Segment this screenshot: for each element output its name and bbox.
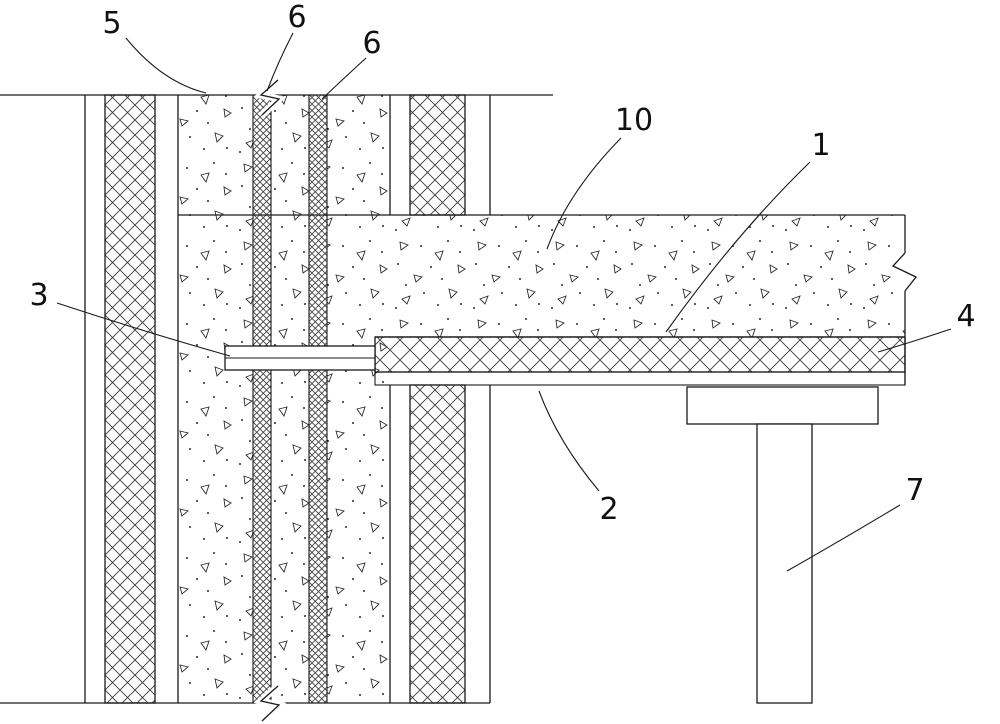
callout-4: 4 bbox=[877, 299, 976, 353]
callout-2: 2 bbox=[538, 390, 619, 527]
support-column bbox=[756, 423, 813, 704]
slab-insulation-band bbox=[374, 336, 906, 373]
leader-line bbox=[125, 37, 207, 94]
callout-7: 7 bbox=[786, 473, 925, 572]
callout-6-lower: 6 bbox=[321, 26, 382, 100]
callout-label: 1 bbox=[811, 128, 830, 163]
insulation-inner-layer-lower bbox=[409, 384, 466, 704]
callout-5: 5 bbox=[102, 6, 207, 94]
leader-line bbox=[877, 328, 952, 353]
callout-label: 10 bbox=[615, 103, 653, 138]
callout-label: 6 bbox=[287, 0, 306, 35]
callout-3: 3 bbox=[29, 278, 231, 357]
anchor-strip-right bbox=[308, 95, 328, 703]
callout-label: 5 bbox=[102, 6, 121, 41]
leader-line bbox=[665, 161, 811, 333]
leader-line bbox=[546, 137, 622, 250]
callout-label: 2 bbox=[599, 492, 618, 527]
callout-label: 6 bbox=[362, 26, 381, 61]
break-mark-top bbox=[253, 77, 287, 118]
anchor-strip-left bbox=[252, 95, 272, 703]
leader-line bbox=[538, 390, 600, 492]
callout-1: 1 bbox=[665, 128, 831, 333]
support-assembly bbox=[686, 386, 879, 704]
wall-concrete-fill bbox=[178, 95, 390, 703]
leader-line bbox=[321, 57, 367, 100]
leader-line bbox=[786, 504, 901, 572]
leader-line bbox=[56, 302, 231, 357]
insulation-inner-layer-upper bbox=[409, 94, 466, 216]
callout-label: 3 bbox=[29, 278, 48, 313]
callout-10: 10 bbox=[546, 103, 653, 250]
wall-section bbox=[0, 94, 905, 704]
callout-6-upper: 6 bbox=[266, 0, 307, 92]
callout-label: 4 bbox=[956, 299, 975, 334]
slab-break-mark bbox=[887, 215, 922, 385]
callout-label: 7 bbox=[905, 473, 924, 508]
slab-concrete-fill bbox=[390, 215, 905, 337]
break-mark-bottom bbox=[253, 683, 287, 724]
support-cap bbox=[686, 386, 879, 425]
insulation-outer-layer bbox=[104, 94, 156, 704]
connector-plate bbox=[224, 345, 376, 371]
leader-line bbox=[266, 32, 294, 92]
